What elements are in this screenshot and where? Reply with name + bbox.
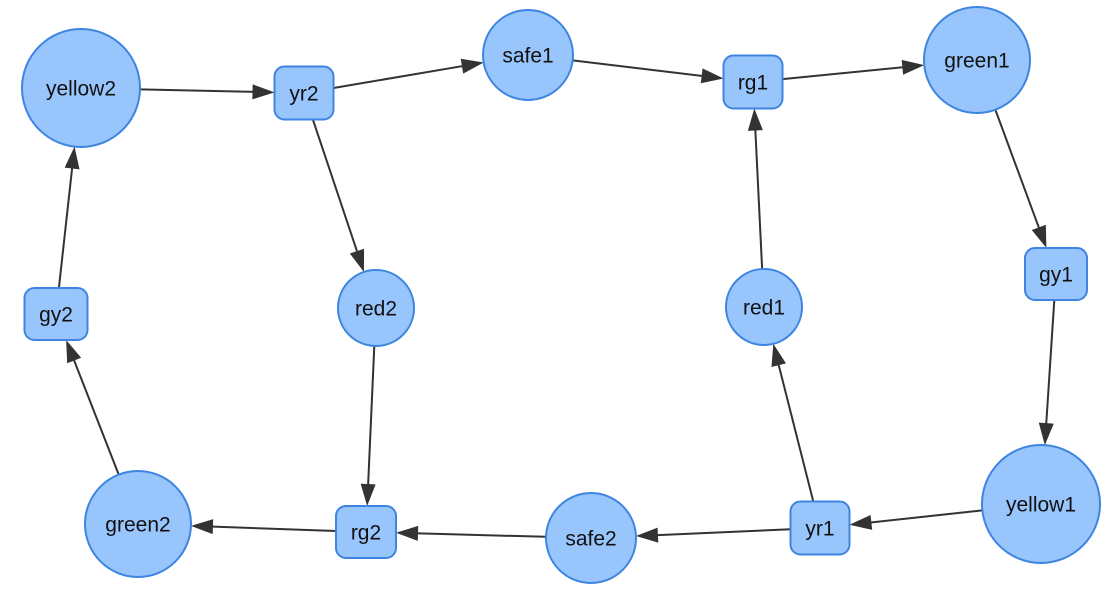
node-rg1[interactable]: rg1 — [722, 54, 784, 110]
node-yellow2[interactable]: yellow2 — [21, 28, 141, 148]
node-safe1[interactable]: safe1 — [482, 9, 574, 101]
edge-green1-to-gy1 — [994, 109, 1041, 231]
node-shape-rect-rg2[interactable] — [335, 505, 397, 559]
arrowhead-yellow1-to-yr1 — [849, 514, 873, 530]
edge-red1-to-rg1 — [754, 127, 764, 270]
arrowhead-yr1-to-safe2 — [635, 527, 659, 543]
arrowhead-red2-to-rg2 — [360, 483, 376, 506]
edges-layer — [57, 58, 1056, 543]
nodes-layer: yellow2 yr2 safe1 rg1 green1 gy1 yellow1 yr1 red… — [21, 6, 1101, 584]
node-red1[interactable]: red1 — [725, 268, 803, 346]
node-shape-circle-safe1[interactable] — [482, 9, 574, 101]
edge-yr2-to-red2 — [311, 119, 359, 255]
node-red2[interactable]: red2 — [337, 269, 415, 347]
edge-rg1-to-green1 — [782, 66, 906, 81]
edge-safe1-to-rg1 — [572, 59, 705, 78]
node-rg2[interactable]: rg2 — [335, 505, 397, 559]
edge-green2-to-gy2 — [72, 357, 120, 475]
arrowhead-green2-to-gy2 — [66, 340, 82, 364]
arrowhead-red1-to-rg1 — [747, 108, 763, 131]
arrowhead-yr2-to-safe1 — [460, 58, 484, 74]
node-yr1[interactable]: yr1 — [789, 500, 851, 556]
node-shape-rect-rg1[interactable] — [722, 54, 784, 110]
arrowhead-yr1-to-red1 — [771, 343, 787, 367]
node-green2[interactable]: green2 — [84, 470, 192, 578]
node-shape-circle-safe2[interactable] — [545, 492, 637, 584]
node-yellow1[interactable]: yellow1 — [981, 444, 1101, 564]
node-shape-circle-green1[interactable] — [923, 6, 1031, 114]
arrowhead-green1-to-gy1 — [1031, 224, 1047, 248]
edge-gy1-to-yellow1 — [1045, 299, 1056, 427]
edge-red2-to-rg2 — [367, 345, 376, 488]
edge-yr1-to-safe2 — [654, 528, 791, 537]
edge-yr1-to-red1 — [777, 362, 815, 502]
node-shape-rect-yr2[interactable] — [273, 65, 335, 121]
arrowhead-safe1-to-rg1 — [700, 68, 724, 84]
arrowhead-rg2-to-green2 — [190, 519, 214, 535]
node-shape-rect-gy2[interactable] — [23, 287, 89, 341]
node-shape-circle-red2[interactable] — [337, 269, 415, 347]
arrowhead-gy2-to-yellow2 — [64, 146, 80, 170]
arrowhead-rg1-to-green1 — [901, 59, 925, 75]
edge-yr2-to-safe1 — [333, 64, 466, 89]
node-shape-circle-green2[interactable] — [84, 470, 192, 578]
edge-yellow2-to-yr2 — [139, 88, 256, 93]
arrowhead-safe2-to-rg2 — [396, 525, 419, 541]
edge-rg2-to-green2 — [209, 525, 337, 532]
node-safe2[interactable]: safe2 — [545, 492, 637, 584]
node-gy2[interactable]: gy2 — [23, 287, 89, 341]
node-shape-rect-yr1[interactable] — [789, 500, 851, 556]
node-shape-circle-yellow1[interactable] — [981, 444, 1101, 564]
node-yr2[interactable]: yr2 — [273, 65, 335, 121]
edge-gy2-to-yellow2 — [57, 165, 74, 289]
node-shape-circle-yellow2[interactable] — [21, 28, 141, 148]
arrowhead-yellow2-to-yr2 — [252, 84, 275, 100]
arrowhead-gy1-to-yellow1 — [1038, 422, 1054, 446]
node-shape-circle-red1[interactable] — [725, 268, 803, 346]
edge-yellow1-to-yr1 — [868, 509, 983, 524]
edge-safe2-to-rg2 — [414, 532, 547, 538]
node-shape-rect-gy1[interactable] — [1024, 247, 1088, 301]
node-green1[interactable]: green1 — [923, 6, 1031, 114]
arrowhead-yr2-to-red2 — [349, 248, 365, 272]
node-gy1[interactable]: gy1 — [1024, 247, 1088, 301]
